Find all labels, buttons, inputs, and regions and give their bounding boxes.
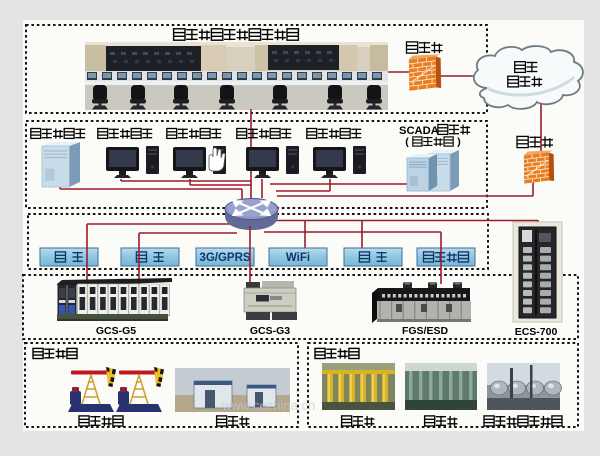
svg-text:ECS-700: ECS-700 [515,326,558,338]
svg-text:WiFi: WiFi [286,252,310,264]
svg-text:3G/GPRS: 3G/GPRS [199,252,250,264]
svg-text:www.cechina.cn: www.cechina.cn [221,398,315,413]
svg-text:): ) [457,136,461,148]
svg-text:FGS/ESD: FGS/ESD [402,325,449,337]
svg-text:(: ( [405,136,409,148]
svg-text:GCS-G5: GCS-G5 [96,325,136,337]
svg-text:GCS-G3: GCS-G3 [250,325,290,337]
